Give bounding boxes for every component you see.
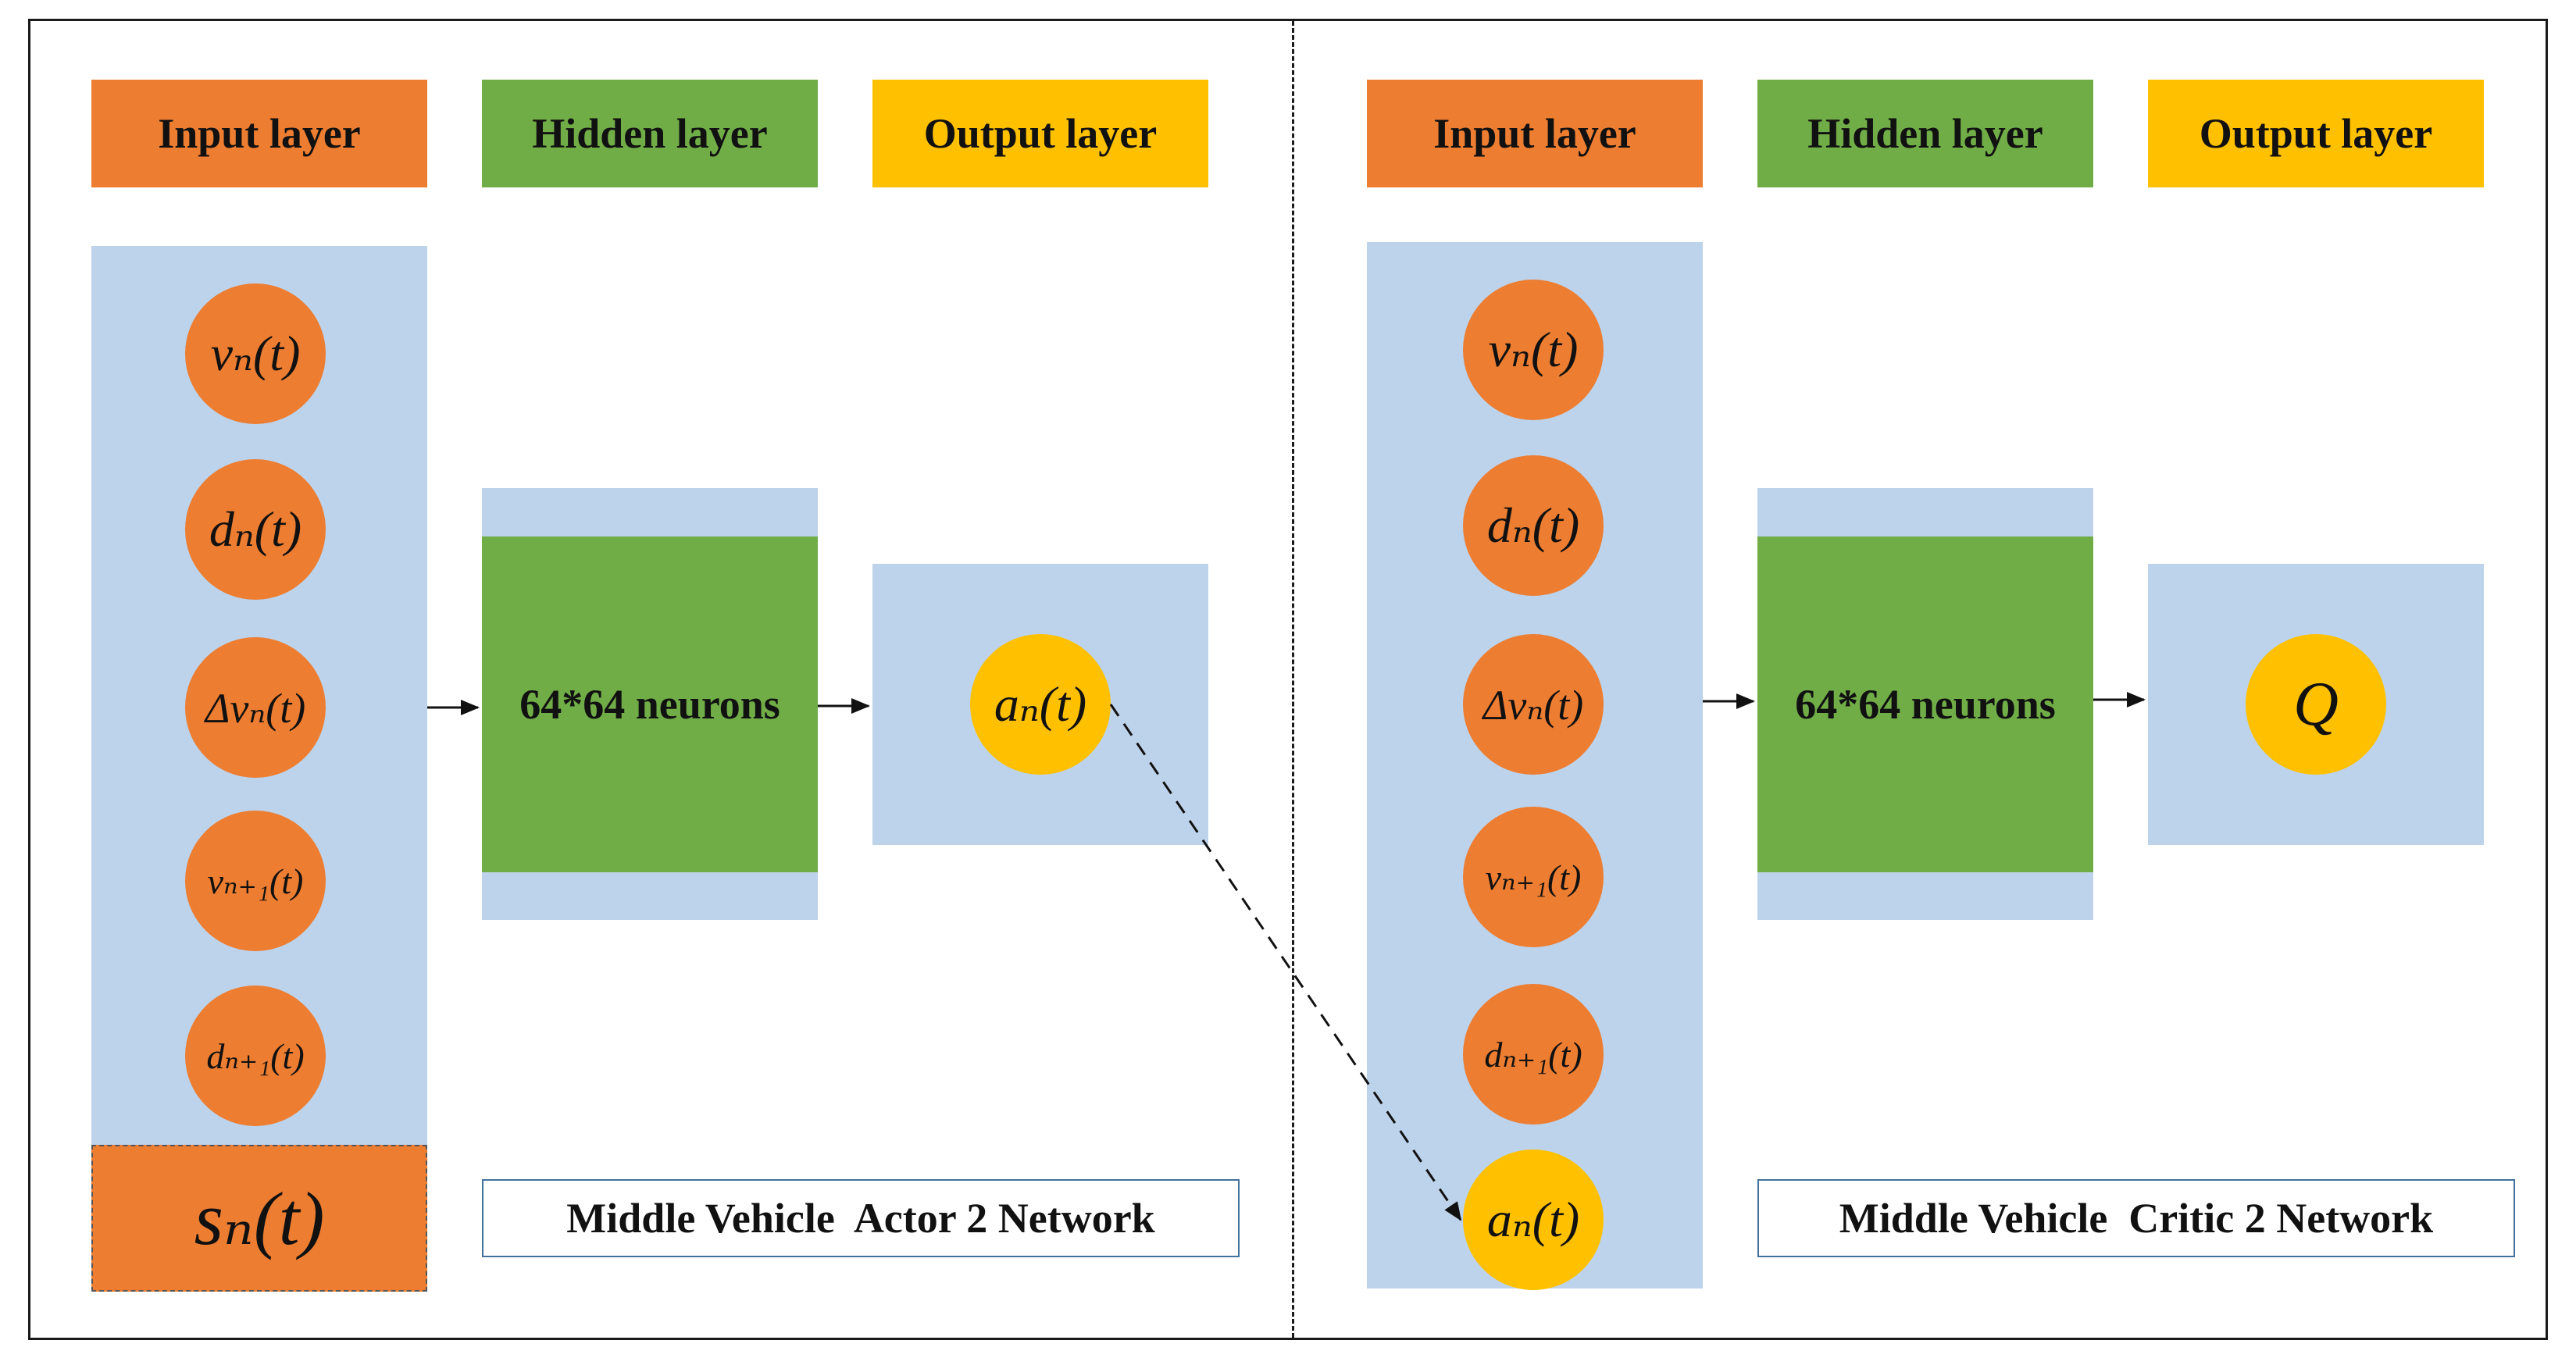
actor-input-node-vn: vₙ(t) bbox=[185, 283, 326, 424]
actor-network-caption: Middle Vehicle Actor 2 Network bbox=[482, 1179, 1240, 1257]
critic-input-node-dn: dₙ(t) bbox=[1463, 455, 1604, 596]
actor-input-node-dn1: dₙ₊₁(t) bbox=[185, 986, 326, 1126]
actor-input-node-dn: dₙ(t) bbox=[185, 459, 326, 600]
critic-hidden-neurons: 64*64 neurons bbox=[1757, 536, 2093, 872]
critic-input-node-dn1: dₙ₊₁(t) bbox=[1463, 984, 1604, 1125]
actor-input-node-vn1: vₙ₊₁(t) bbox=[185, 811, 326, 951]
actor-state-box: sₙ(t) bbox=[91, 1145, 427, 1292]
diagram-frame bbox=[28, 19, 2548, 1340]
critic-input-node-vn1: vₙ₊₁(t) bbox=[1463, 807, 1604, 947]
section-divider bbox=[1292, 21, 1294, 1338]
critic-input-node-vn: vₙ(t) bbox=[1463, 280, 1604, 420]
actor-hidden-layer-header: Hidden layer bbox=[482, 80, 818, 187]
actor-output-layer-header: Output layer bbox=[872, 80, 1208, 187]
critic-input-node-delta-vn: Δvₙ(t) bbox=[1463, 634, 1604, 775]
actor-output-to-critic-input-arrow bbox=[1109, 704, 1462, 1221]
critic-input-layer-header: Input layer bbox=[1367, 80, 1703, 187]
critic-network-caption: Middle Vehicle Critic 2 Network bbox=[1757, 1179, 2515, 1257]
critic-hidden-layer-header: Hidden layer bbox=[1757, 80, 2093, 187]
critic-input-node-an: aₙ(t) bbox=[1463, 1149, 1604, 1290]
actor-input-node-delta-vn: Δvₙ(t) bbox=[185, 637, 326, 778]
actor-input-layer-header: Input layer bbox=[91, 80, 427, 187]
critic-output-node-q: Q bbox=[2246, 634, 2386, 775]
actor-output-node-an: aₙ(t) bbox=[970, 634, 1111, 775]
critic-output-layer-header: Output layer bbox=[2148, 80, 2484, 187]
actor-hidden-neurons: 64*64 neurons bbox=[482, 536, 818, 872]
